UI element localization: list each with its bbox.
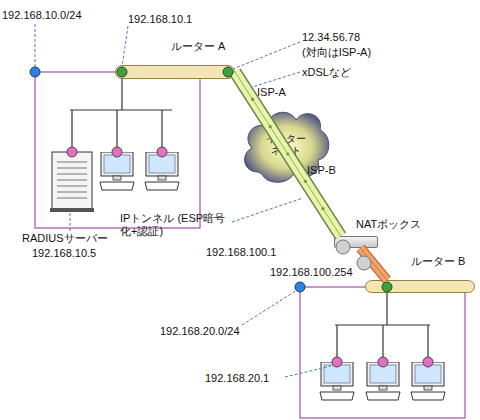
tunnel-dot [304, 180, 307, 183]
nat-port [357, 256, 371, 270]
isp-label: ISP-B [307, 164, 336, 177]
server-symbol [50, 152, 94, 212]
router-port [117, 67, 127, 77]
host-dot [423, 357, 433, 367]
isp-label: ISP-A [257, 86, 286, 99]
leader-line [242, 290, 297, 325]
tunnel-label: IPトンネル (ESP暗号化+認証) [120, 212, 230, 238]
leader-line [249, 72, 300, 88]
ip-address-label: 192.168.20.1 [205, 372, 269, 385]
leader-lines [35, 24, 331, 377]
ip-address-label: 192.168.10.1 [128, 13, 192, 26]
leader-line [285, 366, 331, 377]
host-dot [67, 147, 77, 157]
network-frame [300, 287, 465, 418]
router-port [382, 282, 392, 292]
ip-address-label: 192.168.100.1 [206, 246, 276, 259]
tunnel-core [235, 72, 341, 236]
node-label: ルーター A [171, 40, 225, 53]
leader-line [233, 42, 300, 69]
lan-drop [161, 110, 162, 152]
pc-symbol [100, 152, 134, 190]
router-box: ルーター A [115, 65, 235, 79]
ip-tunnel [235, 72, 341, 236]
host-dot [157, 147, 167, 157]
lan-line [70, 109, 172, 110]
lan-drop [116, 110, 117, 152]
ip-address-label: 192.168.100.254 [270, 266, 353, 279]
port-dots [30, 67, 433, 367]
leader-line [35, 24, 36, 67]
lan-drop [427, 325, 428, 362]
leader-line [70, 213, 71, 231]
network-dot [295, 282, 305, 292]
tunnel-dot [269, 125, 272, 128]
server-label: RADIUSサーバー [22, 232, 108, 245]
pc-symbol [145, 152, 179, 190]
network-label: 192.168.20.0/24 [160, 325, 240, 338]
tunnel-outline [235, 72, 341, 236]
network-frame [35, 72, 200, 228]
ip-address-label: 12.34.56.78 [302, 31, 360, 44]
line-type-label: xDSLなど [302, 66, 351, 79]
tunnel-fill [235, 72, 341, 236]
nat-port [336, 240, 350, 254]
pc-symbol [411, 362, 445, 400]
host-dot [332, 357, 342, 367]
lan-drop [336, 325, 337, 362]
pc-symbol [366, 362, 400, 400]
ip-address-label: 192.168.10.5 [32, 247, 96, 260]
tunnel-dot [251, 98, 254, 101]
host-dot [378, 357, 388, 367]
tunnel-dot [286, 152, 289, 155]
lan-drop [382, 325, 383, 362]
note-label: (対向はISP-A) [302, 46, 371, 59]
node-label: ルーター B [411, 255, 465, 268]
network-label: 192.168.10.0/24 [2, 9, 82, 22]
host-dot [112, 147, 122, 157]
node-label: NATボックス [356, 218, 421, 231]
lan-drop [71, 110, 72, 152]
router-port [223, 67, 233, 77]
leader-line [232, 198, 303, 222]
tunnel-dot [321, 207, 324, 210]
leader-line [122, 26, 128, 67]
router-box: ルーター B [365, 280, 475, 293]
network-dot [30, 67, 40, 77]
